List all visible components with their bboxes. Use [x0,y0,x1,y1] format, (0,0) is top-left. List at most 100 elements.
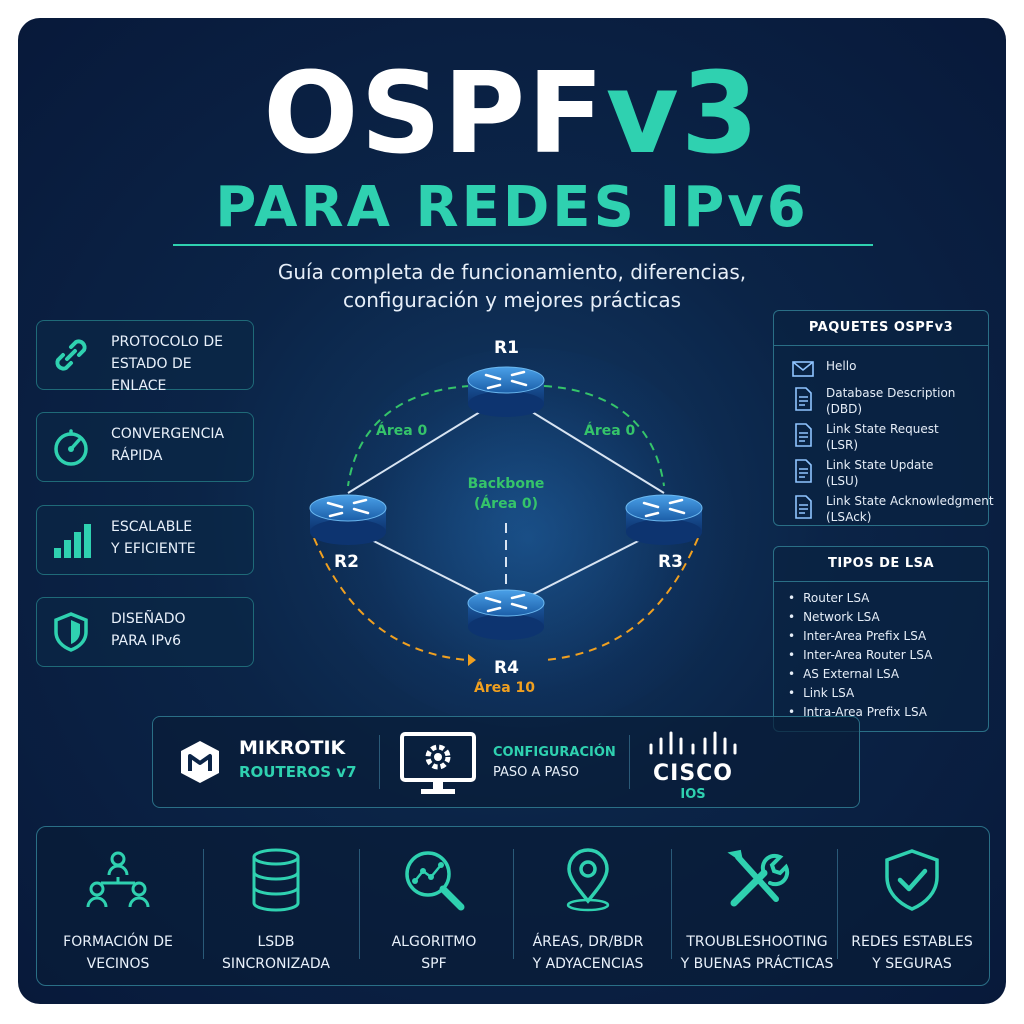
configuration-bar: MIKROTIK ROUTEROS v7 CONFIGURACIÓN PASO … [152,716,860,808]
main-title: OSPFv3 [18,58,1006,170]
backbone-label-line-1: Backbone [467,476,545,492]
packet-item: Link State Update (LSU) [788,457,988,493]
feature-link-state: PROTOCOLO DE ESTADO DE ENLACE [36,320,254,394]
feature-label: ESTADO DE ENLACE [111,356,192,394]
bottom-feature-label: SPF [421,956,447,972]
monitor-gear-icon [400,732,476,794]
area-0-right-arc [543,385,665,487]
feature-label: DISEÑADO [111,611,186,627]
bottom-feature-label: REDES ESTABLES [851,934,973,950]
backbone-label-line-2: (Área 0) [473,496,539,512]
infographic-card: OSPFv3 PARA REDES IPv6 Guía completa de … [18,18,1006,1004]
packet-item: Link State Request (LSR) [788,421,988,457]
backbone-label: Backbone (Área 0) [458,474,554,514]
people-network-icon [86,851,150,908]
shield-icon [54,612,88,652]
feature-label: Y EFICIENTE [111,541,196,557]
packets-panel: PAQUETES OSPFv3 Hello Database Descripti… [773,310,994,529]
area-label-left: Área 0 [376,423,428,439]
area-10-right-arc [545,537,699,661]
feature-convergence: CONVERGENCIA RÁPIDA [36,412,254,482]
lsa-item: Router LSA [788,589,869,608]
area-10-left-arc [313,537,467,661]
title-version: v3 [605,49,761,179]
cisco-name: CISCO [652,761,734,786]
router-r3-icon [625,494,703,545]
feature-label: PARA IPv6 [111,633,182,649]
tagline-line-2: configuración y mejores prácticas [342,288,682,312]
tagline: Guía completa de funcionamiento, diferen… [18,258,1006,314]
lsa-item: Inter-Area Router LSA [788,646,932,665]
lsa-item: Network LSA [788,608,880,627]
packet-item: Database Description (DBD) [788,385,988,421]
bar-chart-icon [54,524,91,558]
config-title: CONFIGURACIÓN [493,745,616,760]
bottom-divider [513,849,514,959]
packet-name: Link State Acknowledgment [826,494,994,508]
document-icon [795,387,812,411]
title-ospf: OSPF [263,49,606,179]
router-r2-icon [309,494,387,545]
envelope-icon [792,361,814,377]
bottom-feature-label: LSDB [257,934,295,950]
mikrotik-name: MIKROTIK [239,737,346,759]
bottom-divider [837,849,838,959]
bottom-feature: ALGORITMO SPF [359,847,509,977]
router-r1-icon [467,366,545,417]
document-icon [795,459,812,483]
area-10-arrow-icon [468,654,476,666]
packet-name: Link State Update [826,458,934,472]
packet-name: Link State Request [826,422,939,436]
bottom-feature: REDES ESTABLES Y SEGURAS [837,847,987,977]
document-icon [795,495,812,519]
packet-item: Hello [788,355,988,391]
location-pin-icon [566,848,610,912]
bottom-feature-label: ALGORITMO [391,934,477,950]
router-label-r1: R1 [494,338,519,358]
magnifier-graph-icon [405,851,465,911]
cisco-bars-icon [649,731,737,755]
config-subtitle: PASO A PASO [493,765,579,780]
bottom-feature-label: SINCRONIZADA [222,956,330,972]
document-icon [795,423,812,447]
packets-title: PAQUETES OSPFv3 [774,311,988,346]
feature-label: RÁPIDA [111,448,163,464]
feature-label: PROTOCOLO DE [111,334,223,350]
shield-check-icon [885,849,939,911]
bottom-feature: LSDB SINCRONIZADA [201,847,351,977]
packet-item: Link State Acknowledgment(LSAck) [788,493,994,529]
database-icon [252,848,300,912]
bottom-feature-label: Y BUENAS PRÁCTICAS [680,956,834,972]
router-label-r4: R4 [494,658,519,678]
mikrotik-subtitle: ROUTEROS v7 [239,763,357,781]
bottom-feature-label: Y SEGURAS [872,956,952,972]
area-0-left-arc [347,385,471,487]
feature-label: ESCALABLE [111,519,193,535]
mikrotik-logo-icon [181,741,219,783]
config-divider [629,735,630,789]
router-label-r3: R3 [658,552,683,572]
lsa-item: Intra-Area Prefix LSA [788,703,927,722]
config-divider [379,735,380,789]
link-icon [55,339,87,371]
packet-abbrev: (DBD) [826,402,863,416]
cisco-subtitle: IOS [680,787,706,802]
feature-label: CONVERGENCIA [111,426,225,442]
ospf-topology-diagram [309,366,703,666]
router-r4-icon [467,589,545,640]
tools-icon [727,849,790,907]
packet-name: Database Description [826,386,956,400]
area-label-right: Área 0 [584,423,636,439]
lsa-types-panel: TIPOS DE LSA Router LSA Network LSA Inte… [773,546,989,732]
bottom-divider [671,849,672,959]
router-label-r2: R2 [334,552,359,572]
feature-scalable: ESCALABLE Y EFICIENTE [36,505,254,575]
tagline-line-1: Guía completa de funcionamiento, diferen… [277,260,747,284]
packet-abbrev: (LSR) [826,438,859,452]
bottom-feature-label: Y ADYACENCIAS [532,956,644,972]
gauge-icon [54,429,88,466]
packet-abbrev: (LSU) [826,474,859,488]
bottom-feature-label: VECINOS [86,956,150,972]
